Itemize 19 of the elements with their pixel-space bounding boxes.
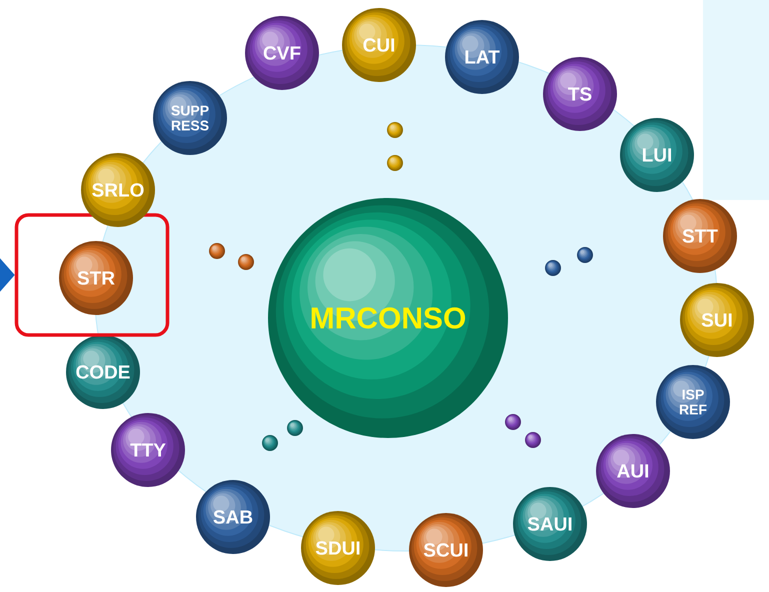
ball: SDUI xyxy=(301,511,375,585)
ball: CODE xyxy=(66,335,140,409)
ball: TS xyxy=(543,57,617,131)
highlight-frame xyxy=(14,213,170,337)
ball: LUI xyxy=(620,118,694,192)
ball: SAB xyxy=(196,480,270,554)
ball: SCUI xyxy=(409,513,483,587)
ball: AUI xyxy=(596,434,670,508)
ball: SUI xyxy=(680,283,754,357)
ball: CUI xyxy=(342,8,416,82)
ball: CVF xyxy=(245,16,319,90)
central-sphere: MRCONSO xyxy=(268,198,508,438)
ball: ISP REF xyxy=(656,365,730,439)
ball: TTY xyxy=(111,413,185,487)
ball: STT xyxy=(663,199,737,273)
ball: SAUI xyxy=(513,487,587,561)
ball: STR xyxy=(59,241,133,315)
ball: SRLO xyxy=(81,153,155,227)
ball: LAT xyxy=(445,20,519,94)
